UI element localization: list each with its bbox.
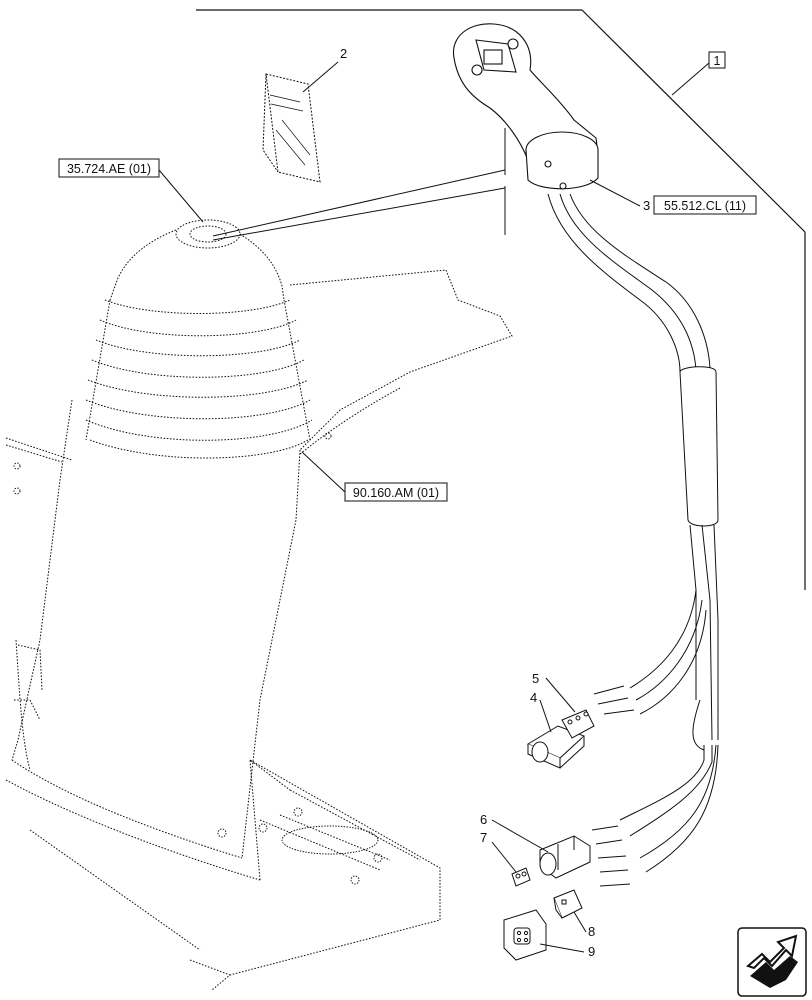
leader-3 (589, 179, 641, 207)
ref-55512-label: 55.512.CL (11) (664, 199, 746, 213)
callout-5: 5 (532, 671, 539, 686)
joystick-handle (452, 23, 599, 190)
connector-9 (503, 909, 547, 961)
leader-6 (491, 819, 549, 853)
leader-5 (545, 677, 576, 713)
leader-9 (539, 943, 585, 953)
connector-4 (526, 725, 585, 769)
cable-harness (547, 193, 719, 887)
callout-4: 4 (530, 690, 537, 705)
console-boot (85, 219, 313, 459)
ref-35724-label: 35.724.AE (01) (67, 162, 151, 176)
ref-90160-label: 90.160.AM (01) (353, 486, 439, 500)
leader-8 (573, 911, 587, 933)
projection-lines (212, 128, 506, 241)
navigation-arrow-icon[interactable] (737, 927, 807, 997)
leader-7 (491, 841, 517, 873)
mounting-holes (13, 432, 383, 885)
ref-90160-box: 90.160.AM (01) (301, 451, 448, 502)
callout-6: 6 (480, 812, 487, 827)
connector-8 (553, 889, 583, 919)
seal-7 (511, 867, 531, 887)
manual-booklet (262, 73, 321, 183)
callout-7: 7 (480, 830, 487, 845)
ref-55512-box: 55.512.CL (11) (653, 195, 757, 215)
callout-2: 2 (340, 46, 347, 61)
ref-1-label: 1 (714, 54, 721, 68)
connector-6 (539, 835, 591, 879)
leader-4 (539, 699, 552, 733)
callout-9: 9 (588, 944, 595, 959)
leader-2 (302, 61, 339, 93)
ref-35724-box: 35.724.AE (01) (58, 158, 204, 223)
callout-8: 8 (588, 924, 595, 939)
seal-5 (561, 709, 595, 739)
console-body (5, 269, 513, 991)
ref-1-box: 1 (671, 51, 726, 96)
assembly-bracket (196, 9, 806, 590)
callout-3: 3 (643, 198, 650, 213)
